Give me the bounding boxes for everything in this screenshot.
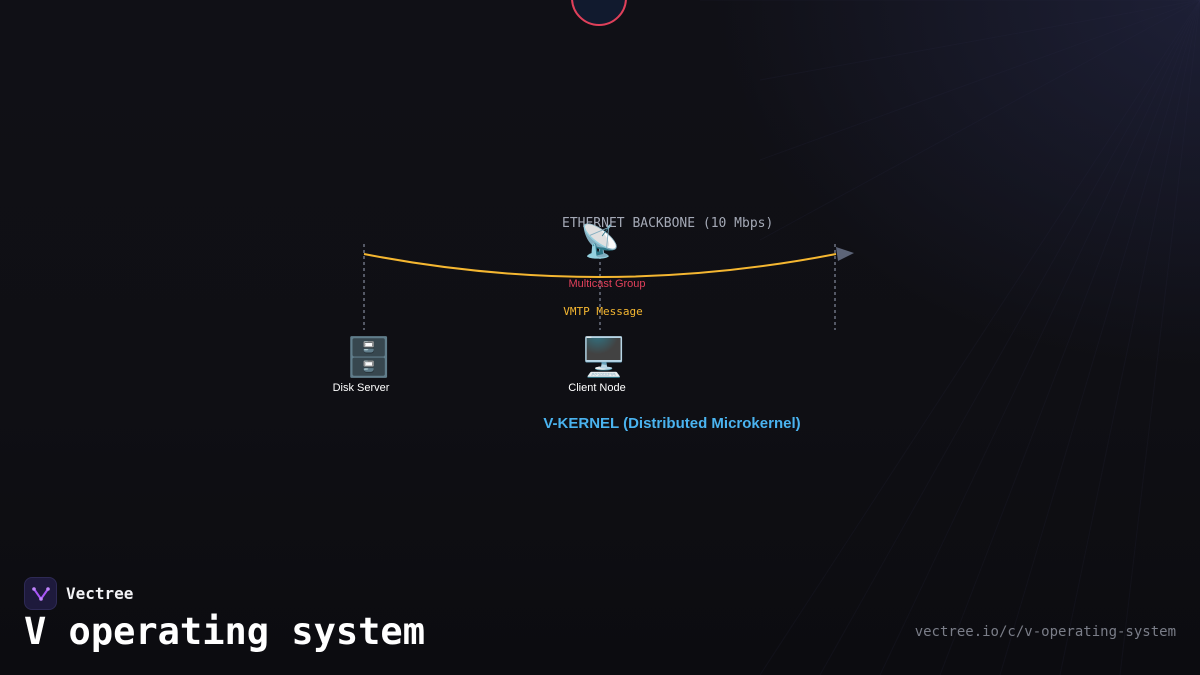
brand-name: Vectree	[66, 584, 134, 603]
disk-server-label: Disk Server	[333, 382, 390, 394]
client-node-label: Client Node	[568, 382, 625, 394]
backbone-label: ETHERNET BACKBONE (10 Mbps)	[562, 216, 773, 231]
vmtp-message-label: VMTP Message	[563, 305, 642, 318]
page-title: V operating system	[24, 610, 425, 653]
backbone-arrowhead	[836, 247, 854, 261]
backbone-curve	[363, 253, 837, 278]
satellite-antenna-icon: 📡	[580, 221, 620, 259]
vectree-logo-icon	[24, 577, 57, 610]
file-cabinet-icon: 🗄️	[345, 335, 392, 379]
desktop-computer-icon: 🖥️	[580, 335, 627, 379]
brand[interactable]: Vectree	[24, 577, 133, 610]
kernel-label: V-KERNEL (Distributed Microkernel)	[543, 415, 800, 432]
multicast-label: Multicast Group	[568, 278, 645, 290]
page-url[interactable]: vectree.io/c/v-operating-system	[914, 624, 1176, 640]
